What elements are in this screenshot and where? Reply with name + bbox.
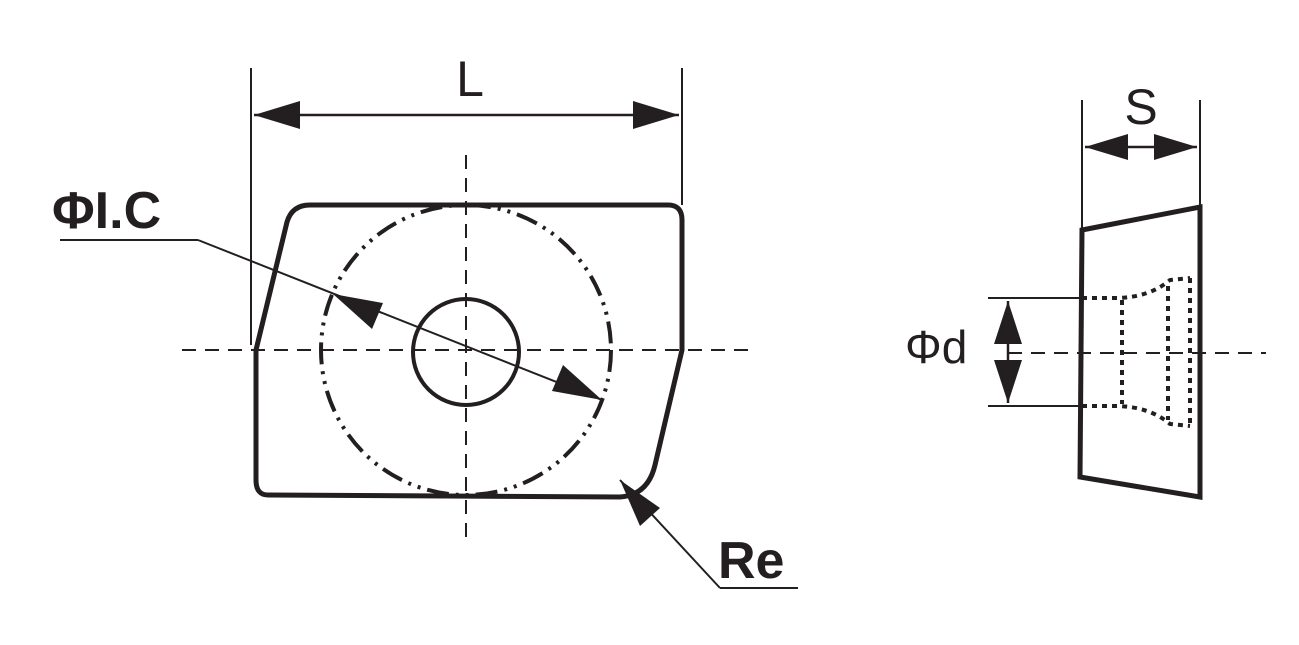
front-view: L ΦI.C Re (52, 51, 798, 590)
hidden-hole-lines (1082, 276, 1192, 428)
side-outline (1077, 203, 1203, 500)
thickness-arrow-left (1085, 134, 1128, 160)
thickness-label: S (1124, 79, 1157, 135)
re-arrow (620, 480, 660, 526)
hole-arrow-top (994, 301, 1022, 344)
ic-arrow-upper (333, 294, 383, 329)
length-label: L (456, 51, 484, 107)
insert-outline (253, 202, 685, 500)
center-hole (411, 297, 521, 407)
side-view: S Φd (905, 79, 1266, 500)
thickness-arrow-right (1154, 134, 1197, 160)
re-label: Re (718, 532, 784, 590)
ic-arrow-lower (552, 365, 602, 400)
ic-dimension-line (197, 239, 603, 401)
ic-label: ΦI.C (52, 182, 161, 240)
inscribed-circle (319, 203, 613, 497)
length-arrow-left (254, 101, 300, 129)
length-arrow-right (633, 101, 679, 129)
hole-diameter-label: Φd (905, 321, 967, 373)
hole-arrow-bottom (994, 360, 1022, 403)
